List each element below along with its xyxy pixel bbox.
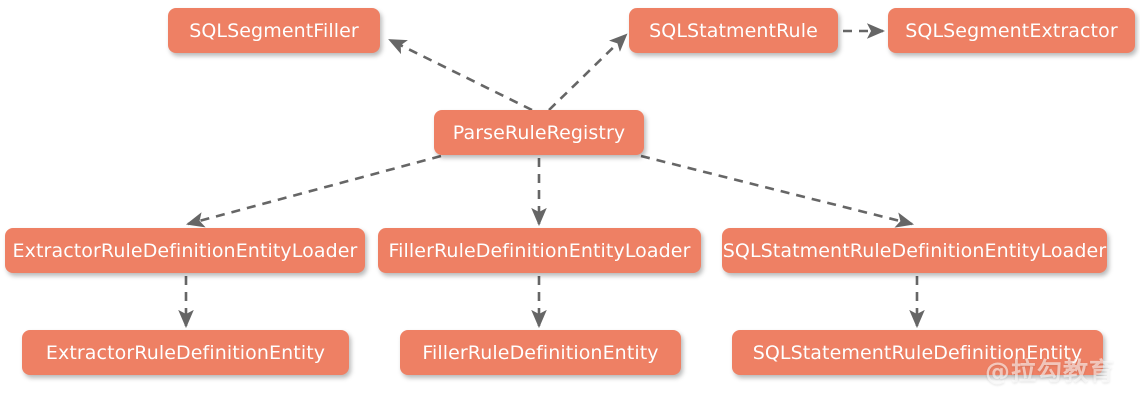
- node-extractor-entity[interactable]: ExtractorRuleDefinitionEntity: [22, 330, 349, 375]
- edge-registry-to-statment-loader: [640, 154, 915, 228]
- node-label-sql-segment-filler: SQLSegmentFiller: [189, 19, 359, 42]
- node-label-extractor-entity: ExtractorRuleDefinitionEntity: [45, 341, 326, 364]
- node-sql-statment-loader[interactable]: SQLStatmentRuleDefinitionEntityLoader: [722, 228, 1107, 273]
- node-label-filler-entity: FillerRuleDefinitionEntity: [422, 341, 659, 364]
- edge-registry-to-statment-rule: [548, 33, 628, 111]
- node-label-filler-loader: FillerRuleDefinitionEntityLoader: [388, 239, 691, 262]
- node-sql-segment-filler[interactable]: SQLSegmentFiller: [168, 8, 380, 53]
- node-parse-rule-registry[interactable]: ParseRuleRegistry: [434, 110, 644, 155]
- node-label-extractor-loader: ExtractorRuleDefinitionEntityLoader: [12, 239, 358, 262]
- node-label-sql-statment-loader: SQLStatmentRuleDefinitionEntityLoader: [722, 239, 1107, 262]
- node-sql-segment-extractor[interactable]: SQLSegmentExtractor: [888, 8, 1135, 53]
- edges-group: [178, 23, 925, 329]
- node-label-sql-statment-rule: SQLStatmentRule: [649, 19, 818, 42]
- node-sql-statment-rule[interactable]: SQLStatmentRule: [629, 8, 838, 53]
- node-label-sql-segment-extractor: SQLSegmentExtractor: [905, 19, 1118, 42]
- node-sql-statement-entity[interactable]: SQLStatementRuleDefinitionEntity: [732, 330, 1103, 375]
- node-label-parse-rule-registry: ParseRuleRegistry: [452, 121, 626, 144]
- edge-registry-to-filler: [388, 38, 533, 112]
- node-filler-entity[interactable]: FillerRuleDefinitionEntity: [400, 330, 681, 375]
- node-label-sql-statement-entity: SQLStatementRuleDefinitionEntity: [752, 341, 1083, 364]
- edge-registry-to-extractor-loader: [185, 154, 442, 228]
- node-extractor-loader[interactable]: ExtractorRuleDefinitionEntityLoader: [5, 228, 365, 273]
- node-filler-loader[interactable]: FillerRuleDefinitionEntityLoader: [378, 228, 701, 273]
